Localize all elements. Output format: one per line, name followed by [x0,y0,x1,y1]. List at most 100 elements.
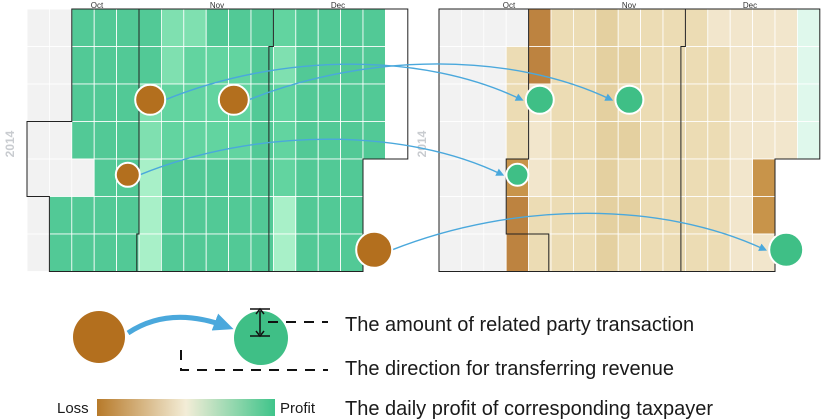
left-day-cell [272,158,297,197]
left-day-cell [295,233,319,272]
left-day-cell [340,158,364,197]
right-day-cell [460,233,485,272]
right-day-cell [752,83,776,122]
right-day-cell [684,158,709,197]
legend-profit-text: The daily profit of corresponding taxpay… [345,398,713,419]
right-day-cell [774,121,798,160]
right-day-cell [595,121,619,160]
left-calendar-month-borders [26,8,409,272]
right-day-cell [438,233,462,272]
left-day-cell [138,196,162,235]
left-month-label-oct: Oct [91,1,104,10]
left-day-cell [295,158,319,197]
right-day-cell [796,121,821,160]
left-day-cell [183,158,207,197]
right-day-cell [550,121,574,160]
right-day-cell [707,121,731,160]
left-day-cell [228,158,252,197]
left-day-cell [272,8,297,47]
right-day-cell [438,8,462,47]
right-day-cell [662,46,686,85]
left-day-cell [116,196,140,235]
legend-profit-circle [234,311,288,365]
left-day-cell [116,233,140,272]
left-day-cell [228,196,252,235]
left-day-cell [317,196,342,235]
left-day-cell [317,121,342,160]
right-day-cell [684,83,709,122]
right-day-cell [528,8,552,47]
right-day-cell [483,8,507,47]
left-day-cell [71,196,95,235]
right-day-cell [550,196,574,235]
right-day-cell [707,158,731,197]
right-day-cell [460,8,485,47]
right-day-cell [796,83,821,122]
right-day-cell [505,8,529,47]
left-month-label-dec: Dec [331,1,345,10]
right-day-cell [595,158,619,197]
right-day-cell [684,233,709,272]
left-day-cell [295,196,319,235]
right-day-cell [729,158,754,197]
right-day-cell [528,233,552,272]
left-day-cell [93,8,117,47]
left-day-cell [160,233,185,272]
right-day-cell [640,196,664,235]
right-day-cell [550,233,574,272]
left-day-cell [26,46,50,85]
right-day-cell [796,46,821,85]
left-day-cell [138,233,162,272]
left-day-cell [317,8,342,47]
left-day-cell [48,196,73,235]
right-day-cell [707,8,731,47]
right-calendar-month-borders [438,8,821,272]
right-day-cell [528,158,552,197]
left-day-cell [250,46,274,85]
right-day-cell [752,196,776,235]
legend: The amount of related party transaction … [57,307,713,419]
right-day-cell [483,196,507,235]
left-day-cell [340,83,364,122]
left-day-cell [71,233,95,272]
right-day-cell [460,196,485,235]
left-year-label: 2014 [3,130,17,157]
right-day-cell [572,121,597,160]
profit-taxpayer-circle [524,84,555,115]
right-day-cell [595,233,619,272]
left-day-cell [26,121,50,160]
left-day-cell [250,121,274,160]
left-day-cell [48,233,73,272]
left-calendar-heatmap: Oct Nov Dec [26,1,409,272]
right-day-cell [640,233,664,272]
loss-taxpayer-circle [217,83,250,116]
left-day-cell [138,121,162,160]
left-day-cell [116,121,140,160]
right-day-cell [505,233,529,272]
left-day-cell [71,121,95,160]
left-day-cell [183,196,207,235]
right-day-cell [752,46,776,85]
right-day-cell [595,8,619,47]
loss-taxpayer-circle [114,161,141,188]
left-day-cell [160,158,185,197]
left-day-cell [205,46,229,85]
right-day-cell [729,8,754,47]
right-day-cell [752,8,776,47]
left-day-cell [205,121,229,160]
left-day-cell [93,46,117,85]
right-day-cell [662,8,686,47]
right-day-cell [729,46,754,85]
right-day-cell [662,158,686,197]
right-day-cell [662,233,686,272]
profit-taxpayer-circle [614,84,645,115]
right-day-cell [796,8,821,47]
left-day-cell [71,158,95,197]
transfer-arrow [391,212,768,251]
right-day-cell [572,8,597,47]
left-day-cell [26,196,50,235]
right-day-cell [505,121,529,160]
left-day-cell [183,121,207,160]
right-day-cell [729,83,754,122]
